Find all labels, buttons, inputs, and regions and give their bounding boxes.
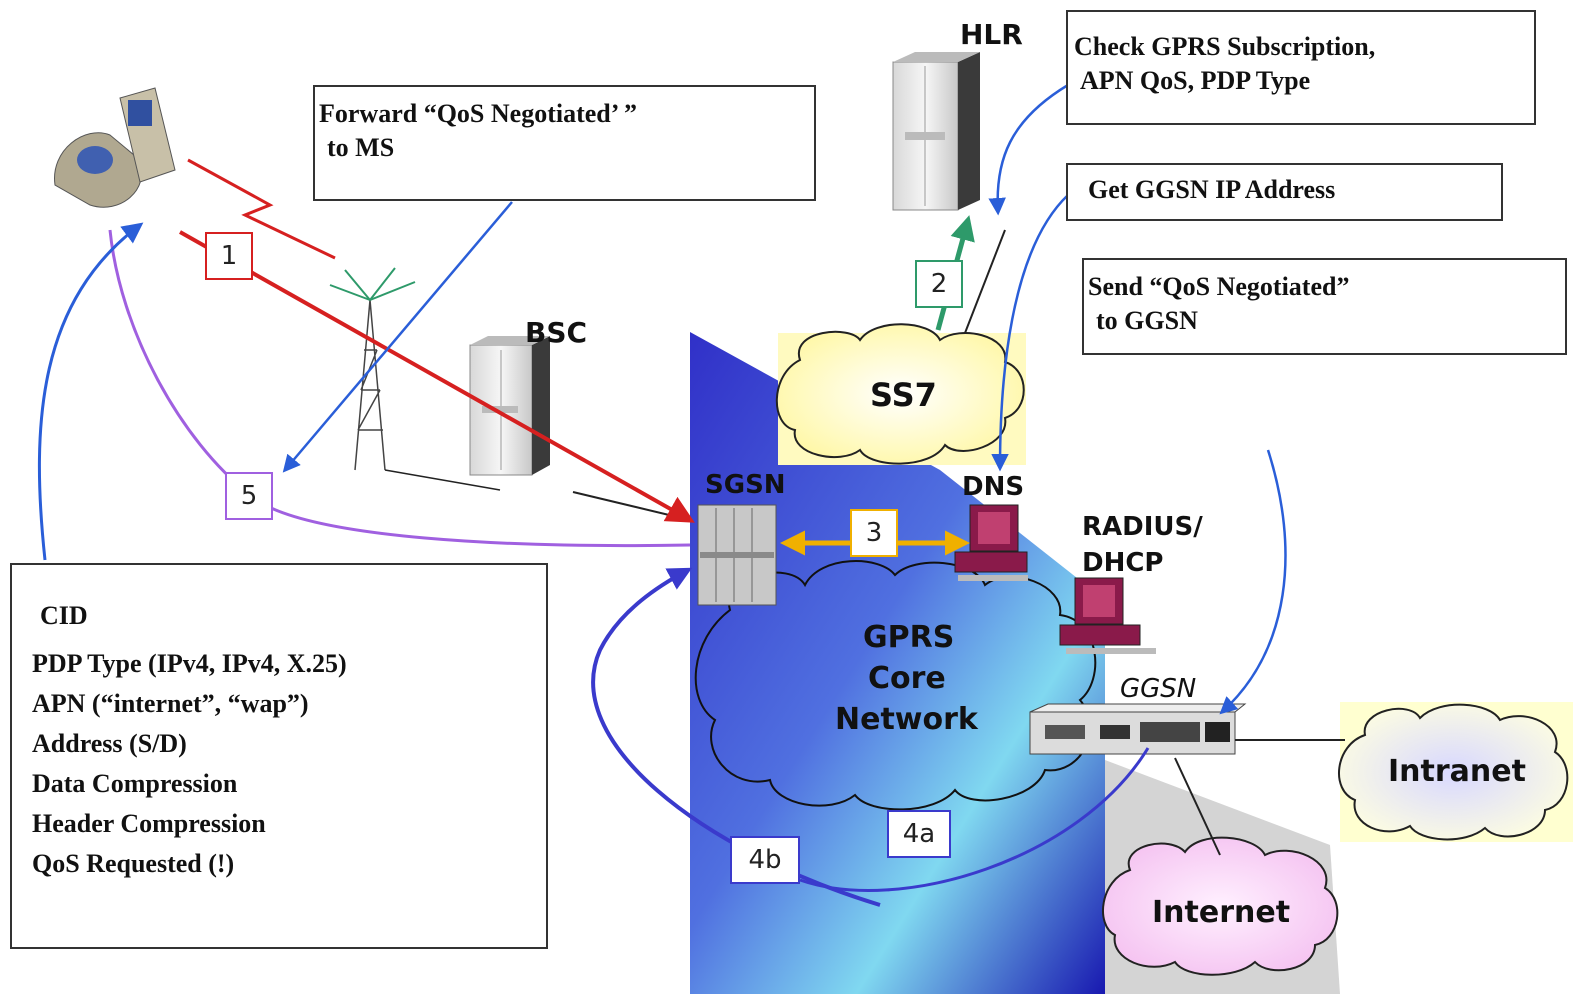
cid-item: PDP Type (IPv4, IPv4, X.25) [32, 649, 347, 678]
send-qos-arrow [1219, 449, 1287, 715]
mobile-phone [54, 87, 176, 208]
cid-arrow [37, 222, 144, 561]
core-cloud [694, 560, 1097, 811]
check-gprs-arrow [988, 83, 1069, 216]
note-check-gprs-line1: Check GPRS Subscription, [1074, 32, 1376, 61]
cid-item: Data Compression [32, 769, 238, 798]
core-network-region [690, 332, 1105, 994]
radius-label-2: DHCP [1082, 548, 1164, 578]
step-3-marker: 3 [850, 509, 898, 557]
note-forward-qos: Forward “QoS Negotiated’ ” to MS [313, 85, 816, 201]
sgsn-server [697, 504, 777, 606]
step-5-marker: 5 [225, 472, 273, 520]
note-check-gprs-line2: APN QoS, PDP Type [1080, 66, 1311, 95]
step-4a-marker: 4a [887, 810, 951, 858]
dns-computer [954, 504, 1028, 581]
note-check-gprs: Check GPRS Subscription, APN QoS, PDP Ty… [1066, 10, 1536, 125]
radius-computer [1059, 577, 1156, 654]
step1-radio-zigzag [187, 158, 336, 260]
note-send-qos-line2: to GGSN [1096, 306, 1198, 335]
dns-label: DNS [962, 472, 1025, 502]
bsc-server [469, 336, 550, 476]
step1-arrow [179, 230, 695, 523]
note-get-ggsn: Get GGSN IP Address [1066, 163, 1503, 221]
sgsn-label: SGSN [705, 470, 786, 500]
note-send-qos-line1: Send “QoS Negotiated” [1088, 272, 1350, 301]
intranet-label: Intranet [1388, 754, 1526, 789]
cid-item: APN (“internet”, “wap”) [32, 689, 309, 718]
radius-label-1: RADIUS/ [1082, 512, 1203, 542]
note-send-qos: Send “QoS Negotiated” to GGSN [1082, 258, 1567, 355]
hlr-server [892, 52, 980, 211]
note-forward-qos-line2: to MS [327, 133, 395, 162]
internet-cloud [1102, 836, 1339, 976]
cid-item: Address (S/D) [32, 729, 187, 758]
ggsn-label: GGSN [1120, 674, 1197, 704]
step4a-arrow [799, 747, 1150, 892]
cid-title: CID [40, 601, 88, 630]
note-get-ggsn-line1: Get GGSN IP Address [1088, 175, 1336, 204]
ggsn-router [1029, 703, 1247, 755]
step-4b-marker: 4b [730, 836, 800, 884]
hlr-label: HLR [960, 18, 1023, 51]
cid-item: QoS Requested (!) [32, 849, 235, 878]
core-label-1: GPRS [863, 620, 955, 655]
bsc-label: BSC [525, 316, 588, 349]
ss7-label: SS7 [870, 376, 937, 414]
ss7-cloud [775, 323, 1025, 465]
intranet-cloud [1338, 703, 1569, 841]
step-1-marker: 1 [205, 232, 253, 280]
core-label-3: Network [835, 702, 978, 737]
note-forward-qos-line1: Forward “QoS Negotiated’ ” [319, 99, 637, 128]
cid-item: Header Compression [32, 809, 266, 838]
cid-box: CID PDP Type (IPv4, IPv4, X.25) APN (“in… [10, 563, 548, 949]
forward-qos-arrow [282, 201, 513, 473]
get-ggsn-arrow [991, 194, 1069, 472]
step-2-marker: 2 [915, 260, 963, 308]
core-label-2: Core [868, 661, 946, 696]
antenna-tower [329, 267, 501, 491]
internet-label: Internet [1152, 895, 1291, 930]
